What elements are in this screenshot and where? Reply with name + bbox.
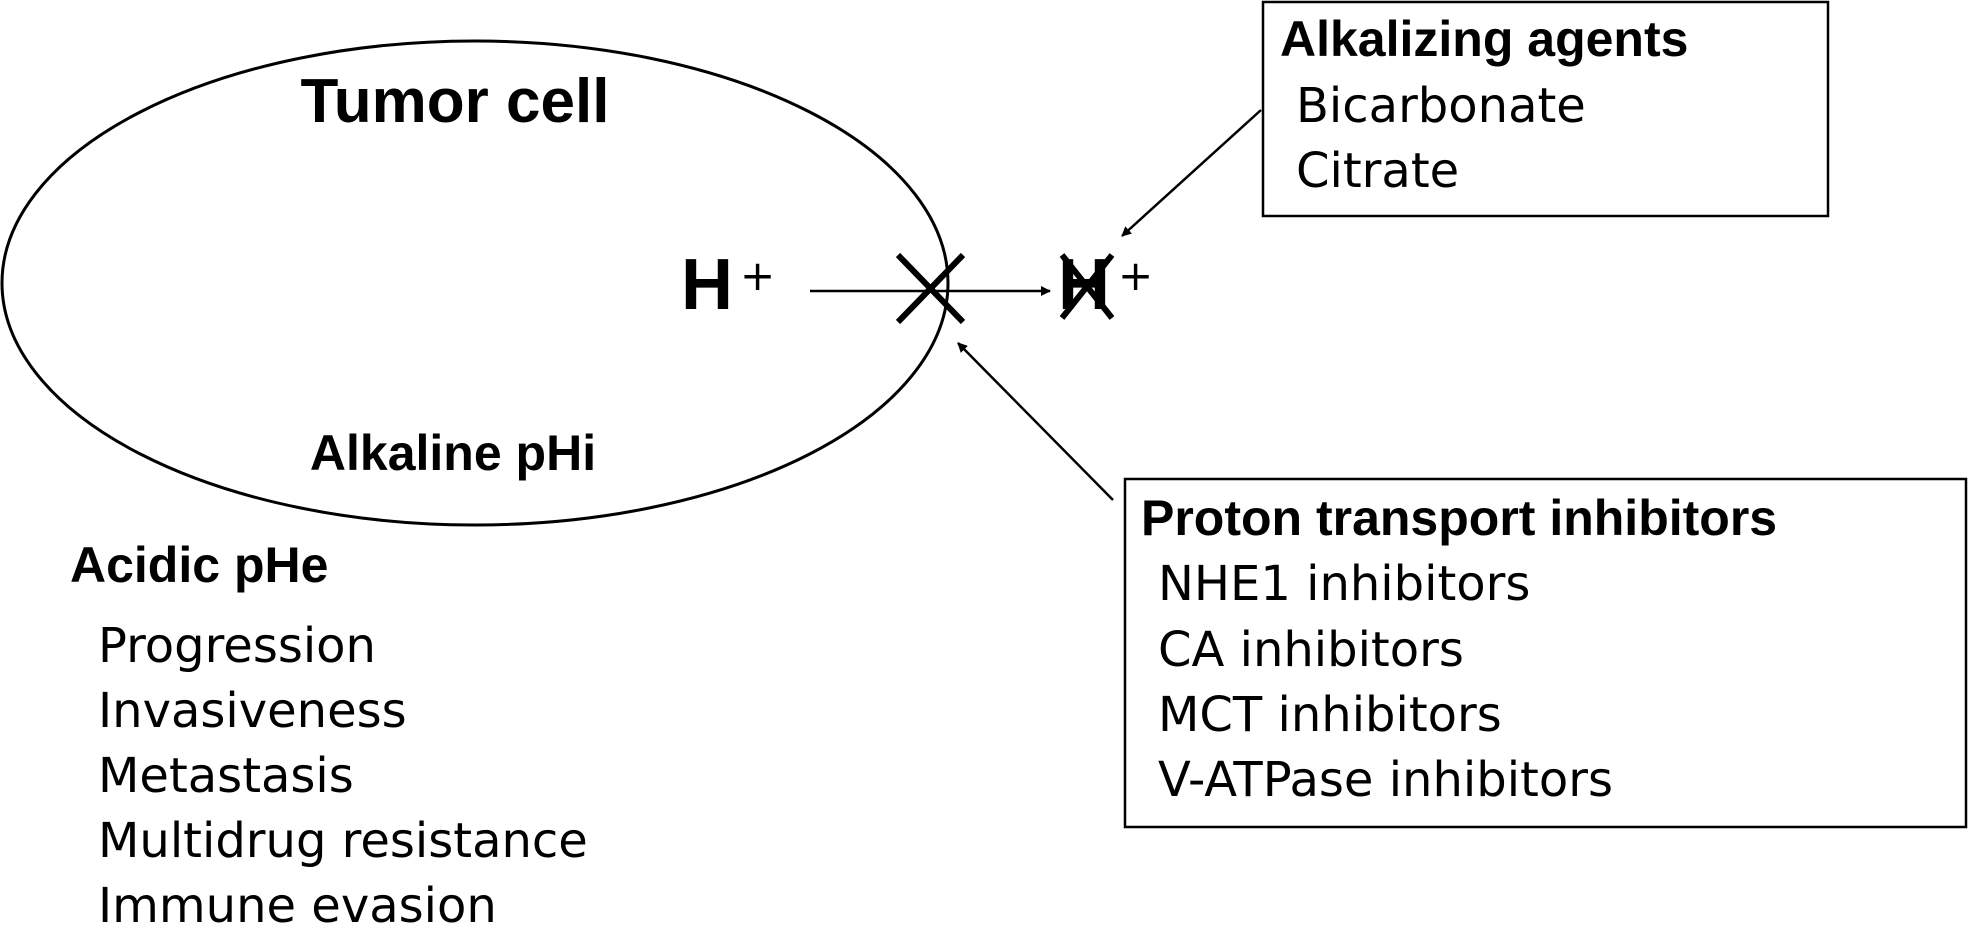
proton-neutralized-cross [1059, 253, 1115, 320]
proton-inside-symbol: H [681, 245, 733, 325]
proton-inhibitors-title: Proton transport inhibitors [1141, 490, 1777, 546]
alkalizing-arrow [1121, 109, 1262, 237]
proton-inside-charge: + [740, 251, 775, 300]
intracellular-ph-label: Alkaline pHi [310, 425, 596, 481]
inhibitor-item: V-ATPase inhibitors [1158, 752, 1613, 808]
inhibitor-arrow [957, 342, 1114, 501]
acidic-effect-item: Progression [98, 618, 376, 674]
alkalizing-agent-item: Bicarbonate [1296, 78, 1586, 134]
tumor-cell-title: Tumor cell [301, 67, 610, 136]
inhibitor-item: NHE1 inhibitors [1158, 556, 1530, 612]
alkalizing-agents-title: Alkalizing agents [1280, 11, 1688, 67]
inhibitor-item: MCT inhibitors [1158, 687, 1502, 743]
acidic-effect-item: Metastasis [98, 748, 354, 804]
inhibitor-item: CA inhibitors [1158, 622, 1464, 678]
alkalizing-agent-item: Citrate [1296, 143, 1459, 199]
alkalizing-agents-box [1261, 0, 1830, 218]
proton-inhibitors-box [1123, 477, 1968, 829]
acidic-effect-item: Multidrug resistance [98, 813, 588, 869]
extracellular-ph-label: Acidic pHe [70, 537, 328, 593]
acidic-effect-item: Invasiveness [98, 683, 407, 739]
tumor-cell-membrane [0, 39, 950, 527]
acidic-effect-item: Immune evasion [98, 878, 497, 928]
proton-outside-charge: + [1118, 251, 1153, 300]
membrane-block-cross [895, 252, 966, 325]
